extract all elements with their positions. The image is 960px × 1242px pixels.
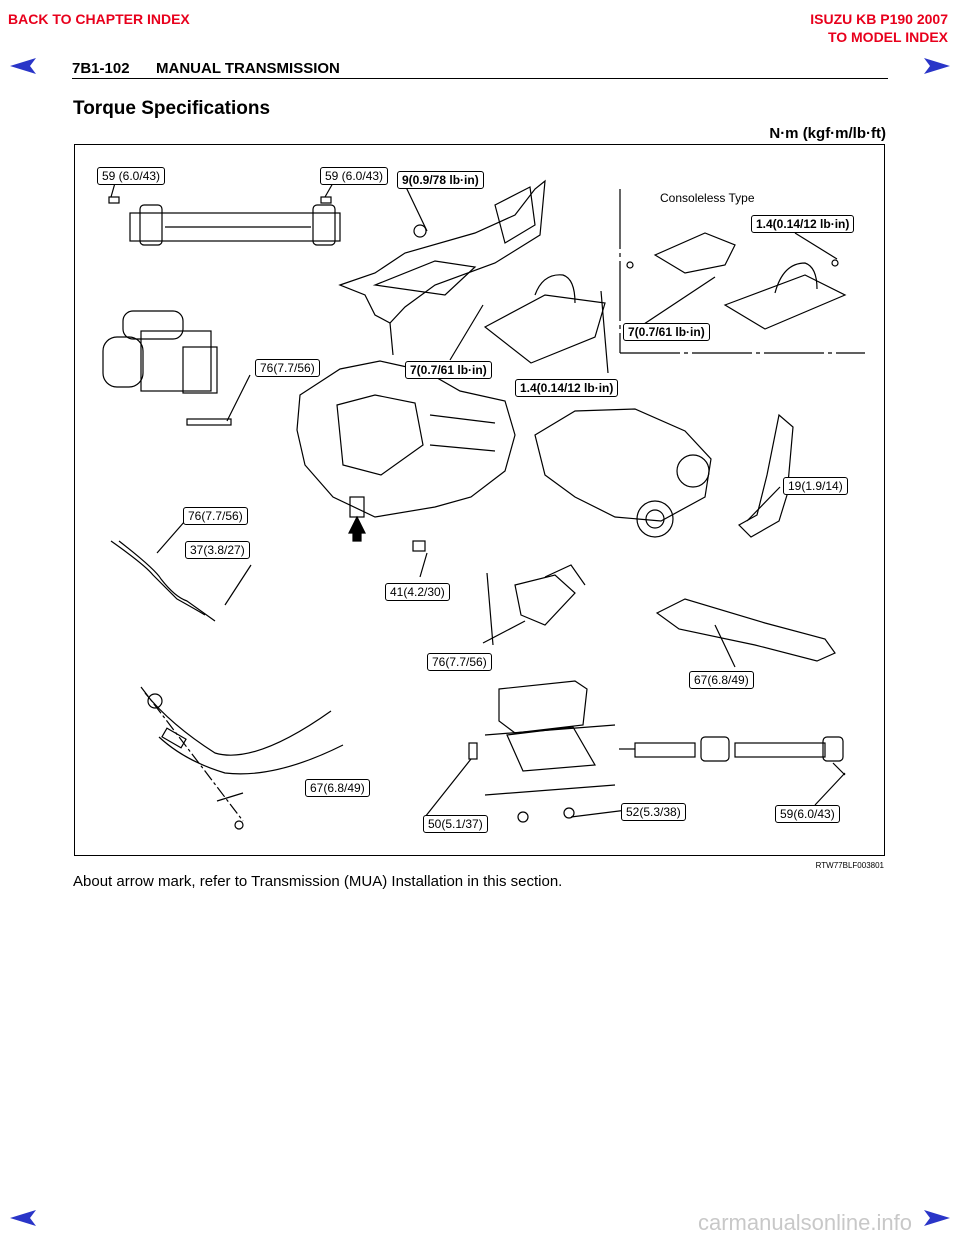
torque-diagram: Consoleless Type 59 (6.0/43) 59 (6.0/43)… xyxy=(74,144,885,856)
torque-callout-76-starter: 76(7.7/56) xyxy=(255,359,320,377)
torque-callout-19: 19(1.9/14) xyxy=(783,477,848,495)
torque-callout-76-linkage: 76(7.7/56) xyxy=(427,653,492,671)
torque-callout-7-consoleless: 7(0.7/61 lb·in) xyxy=(623,323,710,341)
header-rule xyxy=(72,78,888,79)
torque-units: N·m (kgf·m/lb·ft) xyxy=(769,125,886,142)
installation-note: About arrow mark, refer to Transmission … xyxy=(73,873,563,890)
model-title-link[interactable]: ISUZU KB P190 2007 xyxy=(810,11,948,27)
watermark: carmanualsonline.info xyxy=(697,1210,912,1235)
to-model-index-link[interactable]: TO MODEL INDEX xyxy=(827,29,948,45)
prev-page-arrow-icon-bottom[interactable] xyxy=(8,1208,38,1228)
torque-callout-1-4-boot: 1.4(0.14/12 lb·in) xyxy=(515,379,619,397)
consoleless-type-label: Consoleless Type xyxy=(660,191,755,205)
torque-callout-67-crossmember: 67(6.8/49) xyxy=(689,671,754,689)
torque-callout-59-right: 59 (6.0/43) xyxy=(320,167,389,185)
torque-callout-76-harness: 76(7.7/56) xyxy=(183,507,248,525)
section-title: MANUAL TRANSMISSION xyxy=(156,60,340,77)
torque-callout-41: 41(4.2/30) xyxy=(385,583,450,601)
torque-callout-50: 50(5.1/37) xyxy=(423,815,488,833)
next-page-arrow-icon[interactable] xyxy=(922,56,952,76)
page-title: Torque Specifications xyxy=(73,98,271,119)
torque-callout-59-left: 59 (6.0/43) xyxy=(97,167,166,185)
torque-callout-67-exhaust: 67(6.8/49) xyxy=(305,779,370,797)
torque-callout-52: 52(5.3/38) xyxy=(621,803,686,821)
next-page-arrow-icon-bottom[interactable] xyxy=(922,1208,952,1228)
torque-callout-7-boot: 7(0.7/61 lb·in) xyxy=(405,361,492,379)
back-to-chapter-index-link[interactable]: BACK TO CHAPTER INDEX xyxy=(8,11,190,27)
torque-callout-37: 37(3.8/27) xyxy=(185,541,250,559)
torque-callout-59-propshaft: 59(6.0/43) xyxy=(775,805,840,823)
torque-callout-9: 9(0.9/78 lb·in) xyxy=(397,171,484,189)
diagram-drawing xyxy=(102,179,865,830)
page-reference: 7B1-102 xyxy=(72,60,130,77)
torque-callout-1-4-consoleless: 1.4(0.14/12 lb·in) xyxy=(751,215,855,233)
figure-id: RTW77BLF003801 xyxy=(815,861,884,870)
prev-page-arrow-icon[interactable] xyxy=(8,56,38,76)
